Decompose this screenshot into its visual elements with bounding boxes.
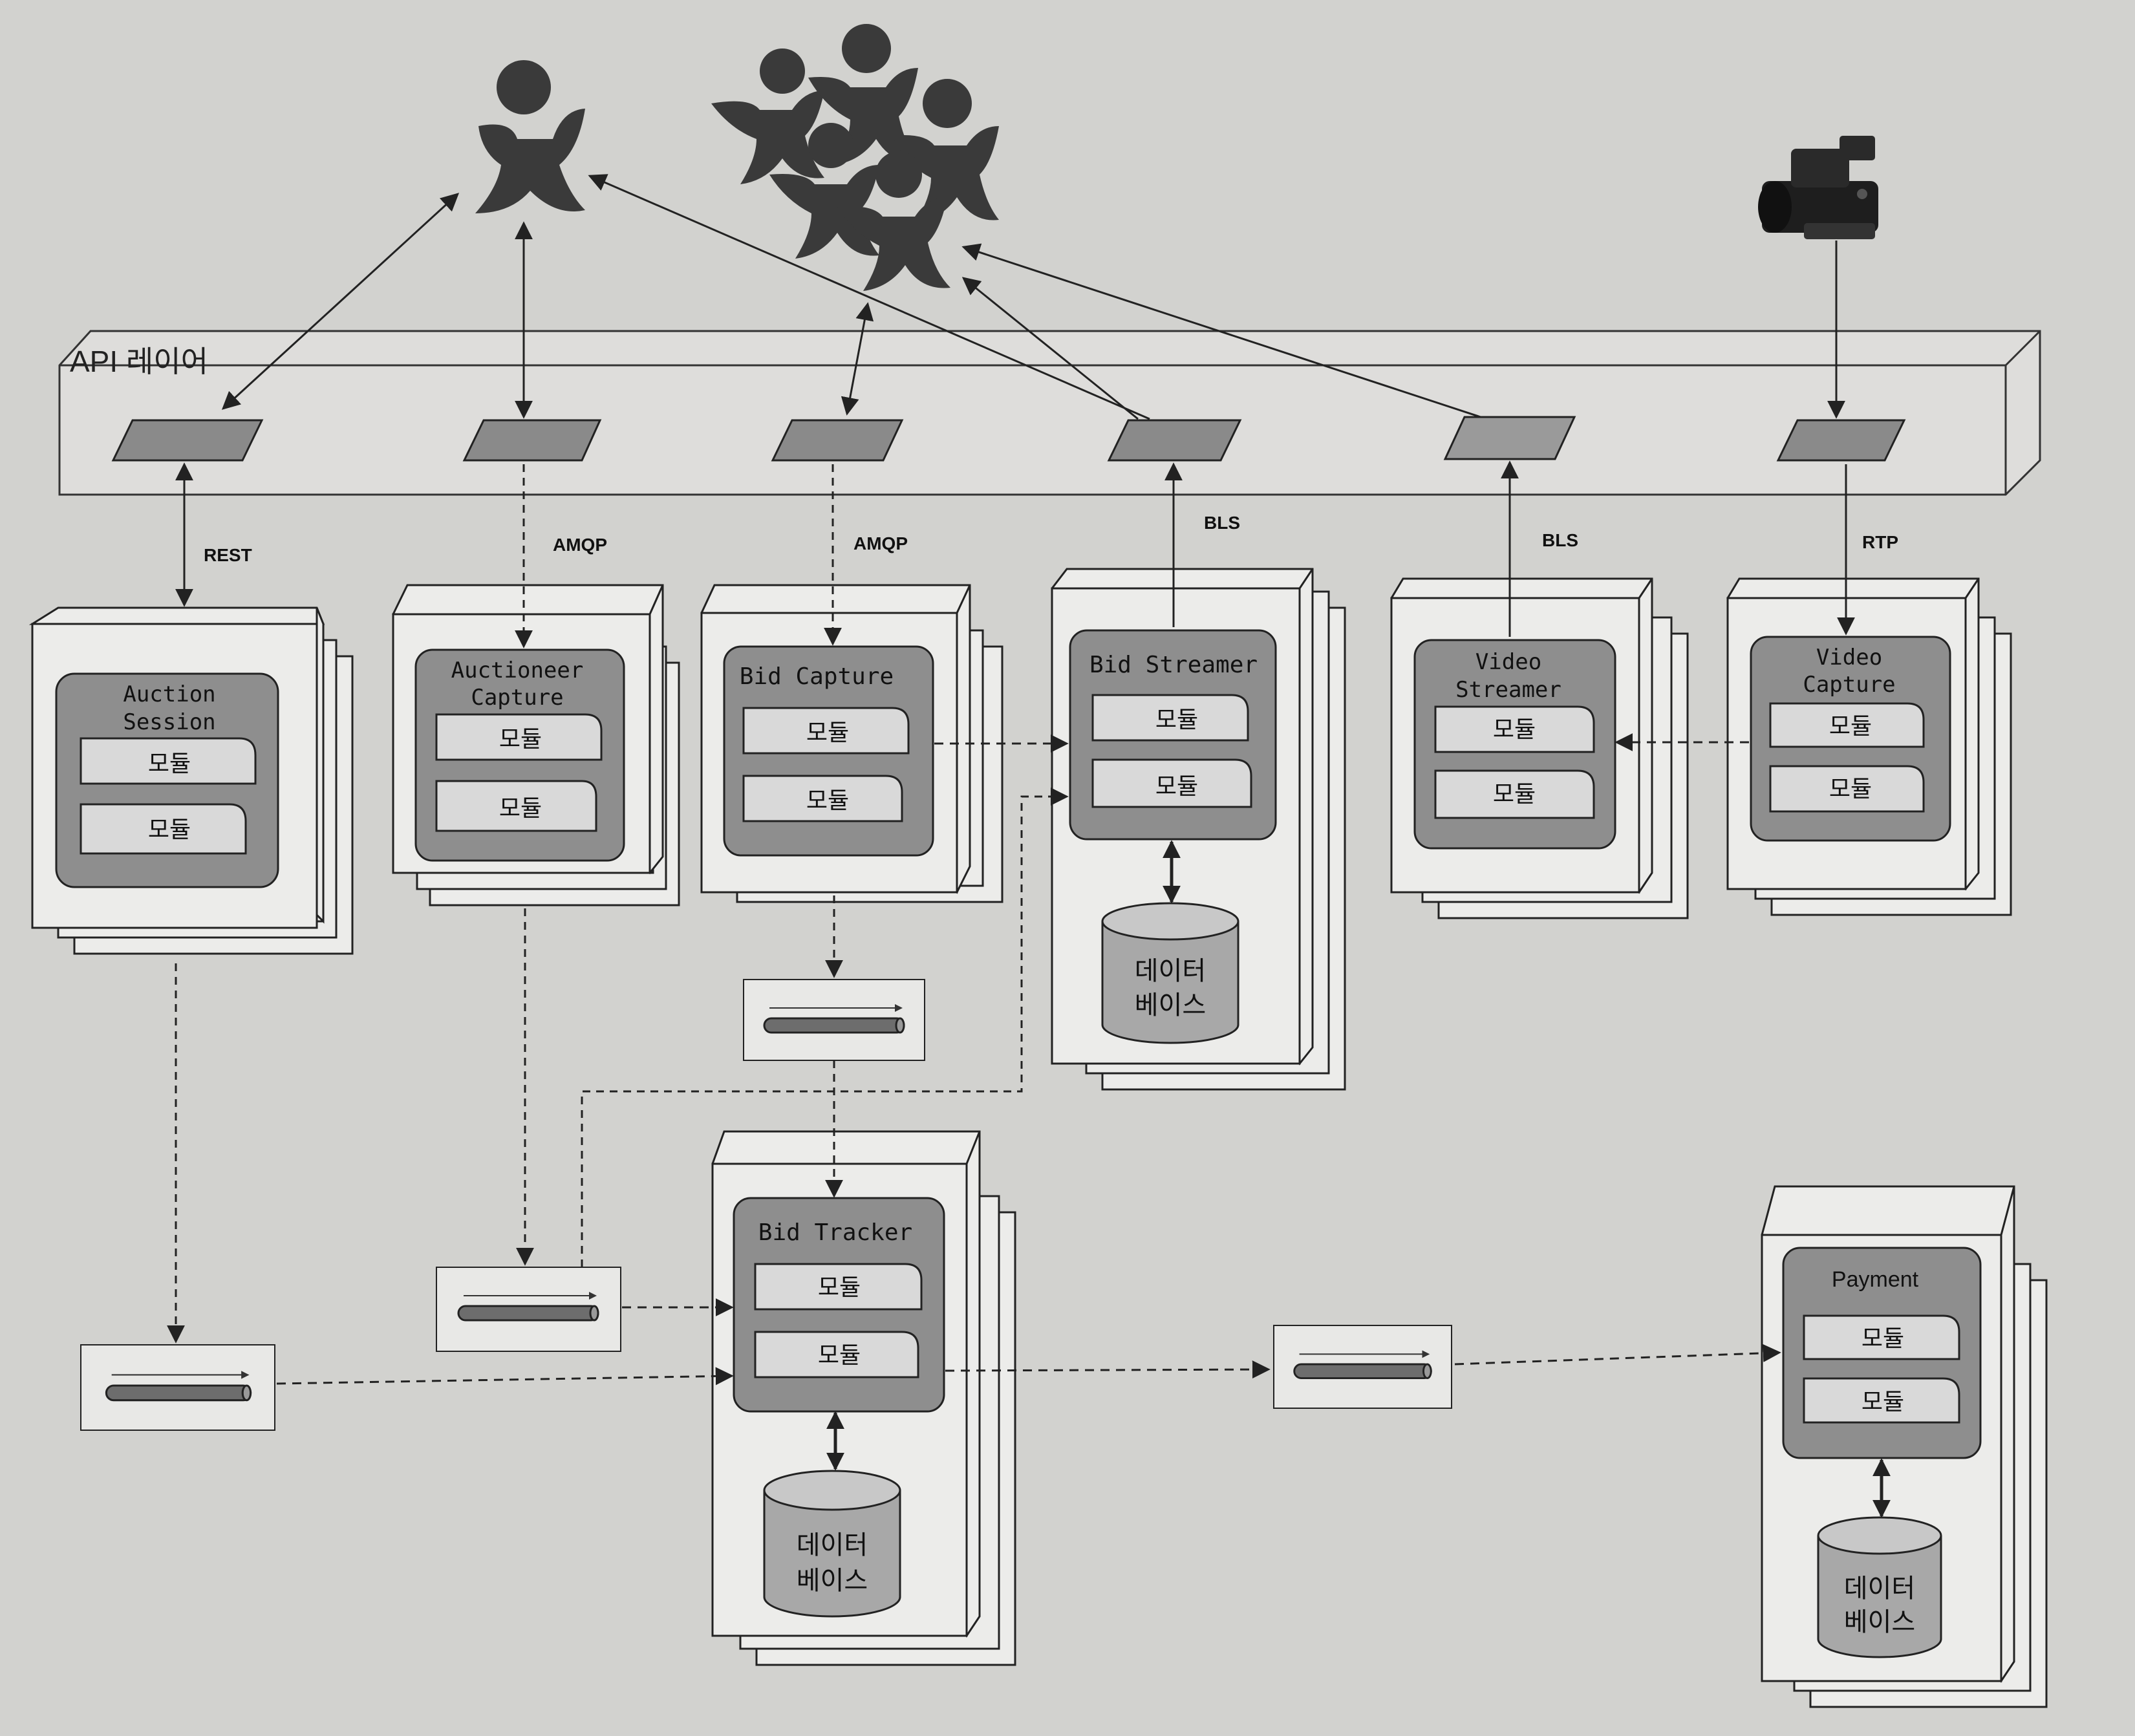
api-layer-label: API 레이어 (70, 345, 208, 378)
auction-session-stack (28, 606, 354, 955)
video-streamer-title-1: Video (1475, 649, 1541, 675)
bid-tracker-db-1: 데이터 (797, 1530, 868, 1560)
auctioneer-capture-module-1: 모듈 (499, 726, 542, 753)
payment-db-1: 데이터 (1844, 1574, 1915, 1603)
bid-tracker-module-1: 모듈 (818, 1274, 861, 1301)
video-capture-module-2: 모듈 (1829, 776, 1872, 802)
auction-session-module-1: 모듈 (148, 751, 191, 777)
auction-session-title-2: Session (123, 709, 215, 735)
payment-module-1: 모듈 (1861, 1325, 1904, 1352)
edge-group-gateway-c (841, 302, 874, 416)
edge-tracker-to-queue (945, 1360, 1271, 1379)
auctioneer-capture-stack (392, 584, 680, 906)
edge-user-gateway-a (221, 193, 460, 410)
video-capture-module-1: 모듈 (1829, 713, 1872, 740)
payment-stack (1761, 1185, 2048, 1708)
bid-streamer-db-2: 베이스 (1135, 991, 1206, 1020)
queue-bid-tracker (1273, 1325, 1452, 1409)
bid-capture-title: Bid Capture (740, 663, 894, 690)
video-camera-icon (1758, 136, 1878, 239)
bid-capture-module-1: 모듈 (806, 720, 849, 746)
label-bls-video-streamer: BLS (1542, 530, 1578, 550)
api-gateway-video-capture (1776, 419, 1906, 462)
queue-auction-session (80, 1344, 275, 1431)
video-capture-title-2: Capture (1803, 672, 1895, 698)
bid-streamer-title: Bid Streamer (1089, 652, 1258, 678)
bid-tracker-module-2: 모듈 (818, 1342, 861, 1369)
api-gateway-bid-capture (771, 419, 904, 462)
bid-tracker-stack (711, 1130, 1016, 1666)
video-streamer-title-2: Streamer (1455, 677, 1561, 703)
auction-session-title-1: Auction (123, 681, 215, 707)
single-user-icon (475, 60, 585, 213)
auctioneer-capture-title-2: Capture (471, 685, 563, 711)
auctioneer-capture-module-2: 모듈 (499, 795, 542, 822)
bid-streamer-db-1: 데이터 (1135, 956, 1206, 986)
bid-streamer-module-1: 모듈 (1155, 707, 1198, 733)
edge-video-streamer-group (961, 243, 1481, 418)
label-rest: REST (204, 545, 252, 565)
api-gateway-auction-session (111, 419, 264, 462)
label-amqp-bid: AMQP (853, 533, 908, 553)
video-streamer-stack (1390, 577, 1689, 919)
payment-db-2: 베이스 (1844, 1607, 1915, 1637)
video-capture-title-1: Video (1816, 645, 1882, 670)
api-gateway-auctioneer-capture (462, 419, 602, 462)
auction-session-module-2: 모듈 (148, 817, 191, 843)
video-streamer-module-2: 모듈 (1493, 781, 1536, 808)
queue-bid-capture (743, 979, 925, 1061)
label-amqp-auctioneer: AMQP (553, 535, 607, 555)
bid-tracker-title: Bid Tracker (758, 1219, 912, 1246)
video-streamer-module-1: 모듈 (1493, 716, 1536, 743)
edge-tracker-feed-to-streamer (581, 788, 1069, 1267)
edge-bid-streamer-group (961, 277, 1139, 420)
edge-session-queue-to-tracker (276, 1367, 734, 1386)
bid-streamer-stack (1051, 568, 1346, 1091)
api-gateway-video-streamer (1443, 416, 1576, 460)
payment-title: Payment (1832, 1267, 1919, 1292)
bid-tracker-db-2: 베이스 (797, 1566, 868, 1596)
auctioneer-capture-title-1: Auctioneer (451, 658, 584, 683)
api-layer-bar (58, 330, 2041, 496)
label-bls-bid-streamer: BLS (1204, 513, 1240, 533)
edge-queue-to-payment (1454, 1344, 1781, 1366)
bid-capture-module-2: 모듈 (806, 788, 849, 814)
queue-auctioneer (436, 1267, 621, 1352)
bid-streamer-module-2: 모듈 (1155, 773, 1198, 800)
label-rtp: RTP (1862, 532, 1898, 552)
edge-bid-streamer-user (588, 174, 1150, 420)
bid-capture-stack (700, 584, 1003, 903)
video-capture-stack (1726, 577, 2012, 916)
payment-module-2: 모듈 (1861, 1389, 1904, 1415)
api-gateway-bid-streamer (1107, 419, 1242, 462)
user-group-icon (711, 24, 999, 291)
